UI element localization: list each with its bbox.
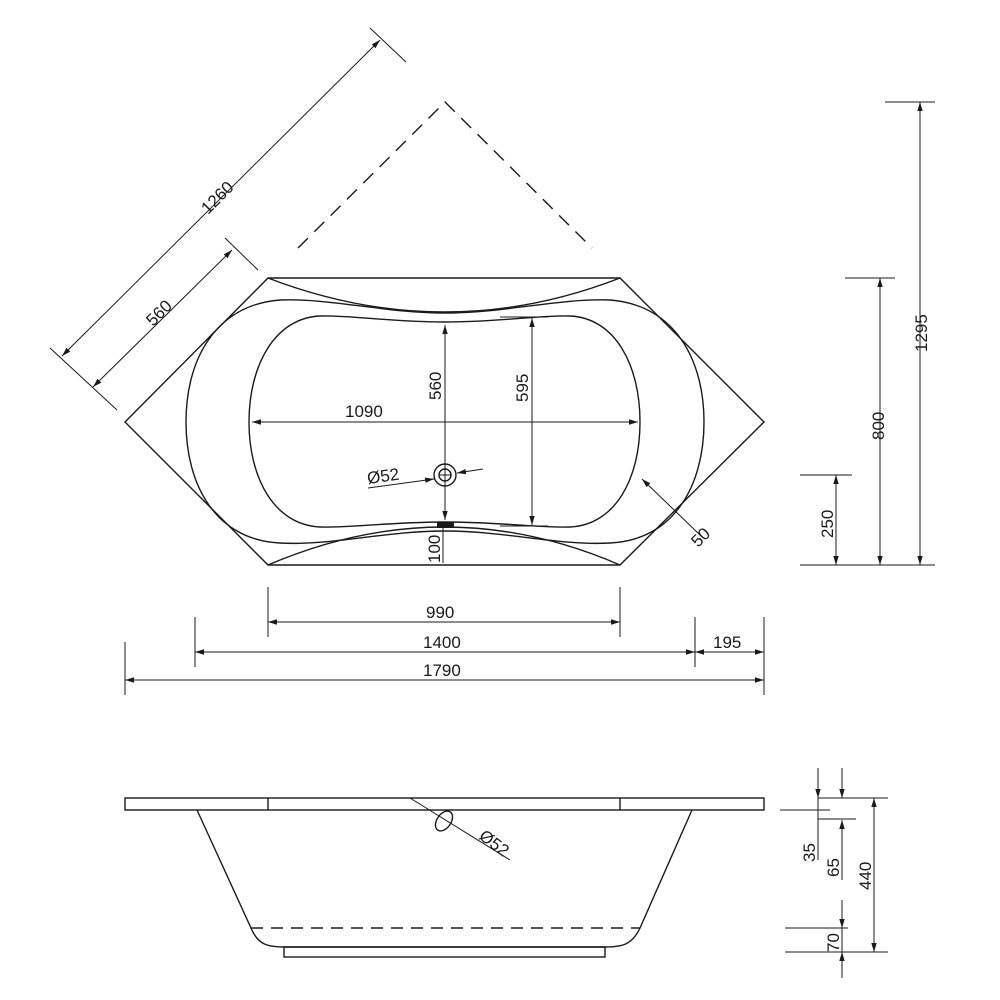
- dim-width-corner: 195: [713, 633, 741, 652]
- dim-overflow-height: 65: [824, 858, 843, 877]
- dim-width-total: 1790: [423, 661, 461, 680]
- corner-wall-dashed: [297, 101, 593, 249]
- dim-height-drain: 250: [818, 510, 837, 538]
- overflow-block: [437, 522, 454, 528]
- dim-rim-thickness: 35: [800, 843, 819, 862]
- dim-width-rim: 1400: [423, 633, 461, 652]
- dim-height-side: 800: [869, 412, 888, 440]
- dim-base-height: 70: [824, 933, 843, 952]
- dim-height-total: 1295: [912, 314, 931, 352]
- dim-diagonal-overall: 1260: [197, 178, 237, 218]
- side-view: Ø52 35 65 440 70: [124, 768, 888, 978]
- rim: [124, 797, 765, 811]
- dim-overflow-side: Ø52: [476, 826, 513, 861]
- dim-inner-depth-center: 560: [426, 372, 445, 400]
- dim-width-flat: 990: [426, 603, 454, 622]
- bottom-deck-arc: [267, 526, 621, 566]
- overflow-hole: [434, 810, 454, 832]
- dim-drain: Ø52: [366, 465, 400, 488]
- top-deck-arc: [267, 277, 621, 313]
- dim-inner-width: 1090: [345, 402, 383, 421]
- dim-inner-depth: 595: [513, 374, 532, 402]
- dim-diagonal-side: 560: [142, 296, 175, 329]
- dim-depth-total: 440: [856, 862, 875, 890]
- dim-overflow-offset: 100: [425, 535, 444, 563]
- dim-rim-width: 50: [687, 524, 714, 551]
- base-plate: [283, 946, 606, 958]
- top-view: 1090 560 595 Ø52 100 50 1260 560 1295 80…: [49, 27, 935, 695]
